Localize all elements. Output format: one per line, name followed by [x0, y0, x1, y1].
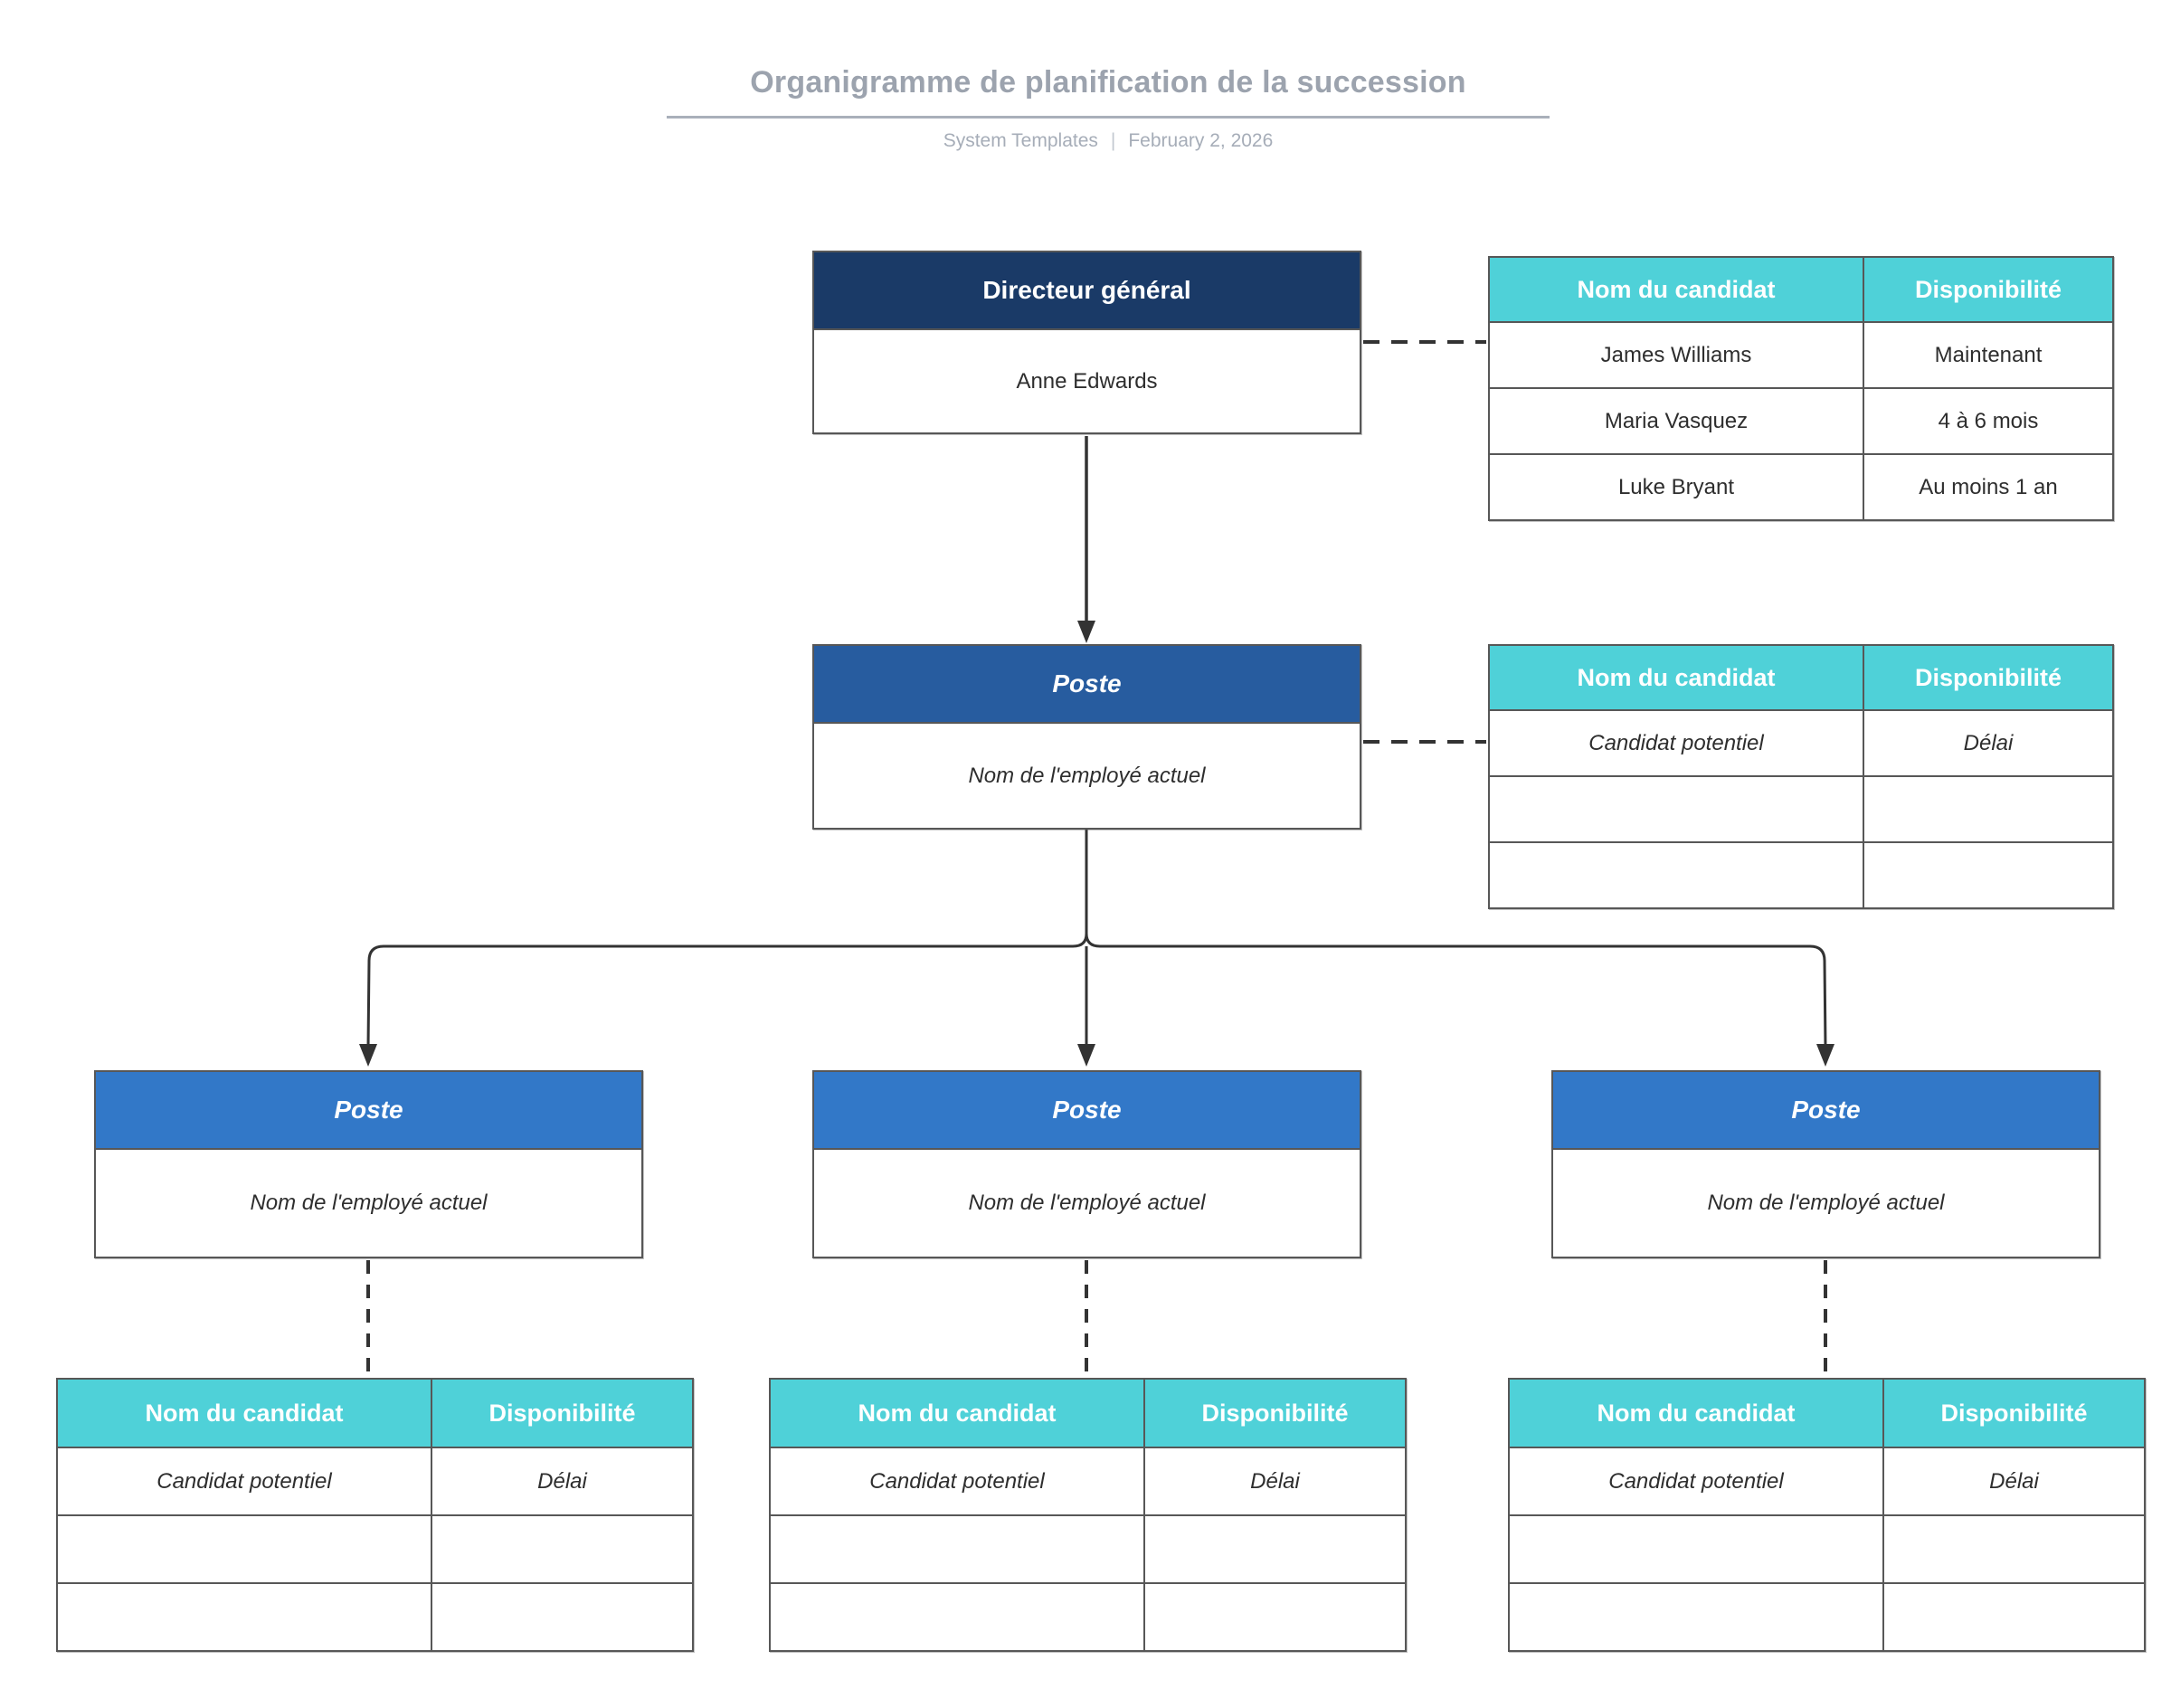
arrowhead-mid [1077, 621, 1095, 643]
org-box-mid[interactable]: Poste Nom de l'employé actuel [812, 644, 1361, 830]
table-row [56, 1514, 694, 1584]
table-row: Candidat potentiel Délai [1508, 1447, 2146, 1516]
org-box-root[interactable]: Directeur général Anne Edwards [812, 251, 1361, 434]
org-box-bottom-mid-employee: Nom de l'employé actuel [968, 1191, 1206, 1215]
org-box-root-role: Directeur général [814, 252, 1360, 330]
candidate-name-cell[interactable] [1508, 1514, 1884, 1584]
candidate-name-cell[interactable]: Candidat potentiel [769, 1447, 1145, 1516]
availability-cell[interactable] [1863, 841, 2114, 909]
candidate-table-bottom-left: Nom du candidat Disponibilité Candidat p… [56, 1378, 694, 1652]
title-block: Organigramme de planification de la succ… [36, 65, 2171, 152]
availability-cell[interactable] [1882, 1514, 2146, 1584]
table-row: Candidat potentiel Délai [1488, 709, 2114, 777]
availability-cell[interactable] [1863, 775, 2114, 843]
arrowhead-bottom-left [359, 1044, 377, 1067]
availability-cell[interactable] [431, 1514, 694, 1584]
org-box-bottom-left-employee: Nom de l'employé actuel [250, 1191, 488, 1215]
candidate-name-cell[interactable]: Candidat potentiel [56, 1447, 432, 1516]
table-row [1488, 775, 2114, 843]
candidate-name-cell[interactable] [769, 1514, 1145, 1584]
availability-cell[interactable]: Délai [1882, 1447, 2146, 1516]
arrowhead-bottom-right [1816, 1044, 1834, 1067]
org-box-root-employee: Anne Edwards [1016, 368, 1158, 394]
table-row: Candidat potentiel Délai [56, 1447, 694, 1516]
table-row: James Williams Maintenant [1488, 321, 2114, 389]
availability-cell[interactable] [1882, 1582, 2146, 1652]
connector-branch-left [366, 830, 1088, 1049]
candidate-table-bottom-right: Nom du candidat Disponibilité Candidat p… [1508, 1378, 2146, 1652]
candidate-name-cell[interactable] [56, 1514, 432, 1584]
table-row [769, 1582, 1407, 1652]
candidate-name-cell[interactable] [1508, 1582, 1884, 1652]
col-header-availability[interactable]: Disponibilité [1143, 1378, 1407, 1448]
col-header-availability[interactable]: Disponibilité [1882, 1378, 2146, 1448]
org-box-bottom-left[interactable]: Poste Nom de l'employé actuel [94, 1070, 643, 1258]
availability-cell[interactable]: Maintenant [1863, 321, 2114, 389]
table-row: Candidat potentiel Délai [769, 1447, 1407, 1516]
candidate-name-cell[interactable] [1488, 841, 1864, 909]
candidate-name-cell[interactable]: James Williams [1488, 321, 1864, 389]
table-row [1508, 1514, 2146, 1584]
subtitle-source: System Templates [943, 130, 1098, 151]
arrowhead-bottom-mid [1077, 1044, 1095, 1067]
org-box-bottom-right-role: Poste [1553, 1072, 2099, 1150]
availability-cell[interactable] [431, 1582, 694, 1652]
table-row: Luke Bryant Au moins 1 an [1488, 453, 2114, 521]
org-box-bottom-mid-role: Poste [814, 1072, 1360, 1150]
subtitle: System Templates | February 2, 2026 [36, 130, 2171, 152]
table-row [1508, 1582, 2146, 1652]
candidate-name-cell[interactable]: Candidat potentiel [1508, 1447, 1884, 1516]
candidate-table-root: Nom du candidat Disponibilité James Will… [1488, 256, 2114, 521]
availability-cell[interactable] [1143, 1582, 1407, 1652]
availability-cell[interactable]: Au moins 1 an [1863, 453, 2114, 521]
table-row [769, 1514, 1407, 1584]
org-box-mid-employee: Nom de l'employé actuel [968, 763, 1206, 788]
availability-cell[interactable]: Délai [431, 1447, 694, 1516]
subtitle-separator: | [1110, 130, 1116, 151]
table-row: Maria Vasquez 4 à 6 mois [1488, 387, 2114, 455]
col-header-candidate-name[interactable]: Nom du candidat [769, 1378, 1145, 1448]
page-title: Organigramme de planification de la succ… [667, 65, 1550, 119]
candidate-name-cell[interactable]: Candidat potentiel [1488, 709, 1864, 777]
availability-cell[interactable] [1143, 1514, 1407, 1584]
candidate-name-cell[interactable] [1488, 775, 1864, 843]
availability-cell[interactable]: 4 à 6 mois [1863, 387, 2114, 455]
org-box-bottom-mid[interactable]: Poste Nom de l'employé actuel [812, 1070, 1361, 1258]
col-header-availability[interactable]: Disponibilité [431, 1378, 694, 1448]
col-header-availability[interactable]: Disponibilité [1863, 256, 2114, 323]
candidate-name-cell[interactable] [769, 1582, 1145, 1652]
availability-cell[interactable]: Délai [1863, 709, 2114, 777]
availability-cell[interactable]: Délai [1143, 1447, 1407, 1516]
candidate-name-cell[interactable] [56, 1582, 432, 1652]
org-box-bottom-right-employee: Nom de l'employé actuel [1707, 1191, 1945, 1215]
candidate-table-bottom-mid: Nom du candidat Disponibilité Candidat p… [769, 1378, 1407, 1652]
col-header-candidate-name[interactable]: Nom du candidat [56, 1378, 432, 1448]
table-row [1488, 841, 2114, 909]
subtitle-date: February 2, 2026 [1128, 130, 1274, 151]
col-header-candidate-name[interactable]: Nom du candidat [1488, 644, 1864, 711]
table-row [56, 1582, 694, 1652]
org-box-bottom-left-role: Poste [96, 1072, 641, 1150]
col-header-availability[interactable]: Disponibilité [1863, 644, 2114, 711]
org-box-mid-role: Poste [814, 646, 1360, 724]
col-header-candidate-name[interactable]: Nom du candidat [1488, 256, 1864, 323]
candidate-name-cell[interactable]: Maria Vasquez [1488, 387, 1864, 455]
candidate-name-cell[interactable]: Luke Bryant [1488, 453, 1864, 521]
candidate-table-mid: Nom du candidat Disponibilité Candidat p… [1488, 644, 2114, 909]
org-box-bottom-right[interactable]: Poste Nom de l'employé actuel [1551, 1070, 2100, 1258]
col-header-candidate-name[interactable]: Nom du candidat [1508, 1378, 1884, 1448]
